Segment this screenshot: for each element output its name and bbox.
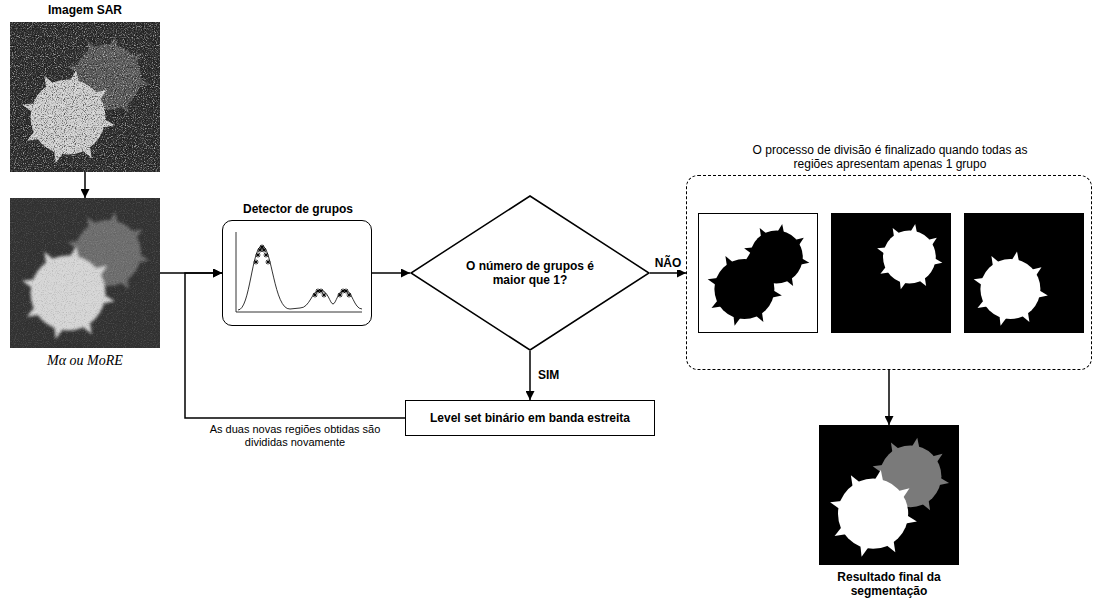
filtered-image-part bbox=[10, 198, 160, 348]
node-heading: Mα ou MoRE bbox=[10, 353, 160, 370]
flow-arrow bbox=[529, 351, 531, 400]
mask-panel-part bbox=[698, 213, 818, 333]
histogram-plot-part bbox=[322, 293, 327, 298]
result-image-part bbox=[829, 469, 918, 558]
histogram-plot-part bbox=[319, 289, 324, 294]
flow-arrow bbox=[84, 172, 86, 198]
edge-label: NÃO bbox=[653, 256, 684, 270]
node-heading: Detector de grupos bbox=[223, 202, 373, 216]
flow-arrow bbox=[888, 370, 890, 425]
node-heading: Imagem SAR bbox=[10, 3, 160, 17]
histogram-plot-part bbox=[264, 253, 269, 258]
diamond-shape bbox=[411, 196, 649, 350]
histogram-plot-part bbox=[338, 293, 343, 298]
process-box: Level set binário em banda estreita bbox=[405, 400, 655, 436]
sar-image-part bbox=[10, 22, 160, 172]
result-image-part bbox=[819, 425, 959, 565]
process-box: Detector de grupos bbox=[222, 220, 372, 326]
mask-panel bbox=[964, 213, 1084, 333]
node-heading: O processo de divisão é finalizado quand… bbox=[750, 143, 1030, 172]
histogram-plot-part bbox=[313, 293, 318, 298]
histogram-plot-part bbox=[254, 260, 259, 265]
edge-label-holder: As duas novas regiões obtidas são dividi… bbox=[198, 423, 392, 449]
sar-image-part bbox=[10, 22, 160, 172]
sar-image bbox=[10, 22, 160, 172]
mask-panel bbox=[698, 213, 818, 333]
sar-image-part bbox=[10, 22, 160, 172]
sar-image-node: Imagem SAR bbox=[10, 22, 160, 172]
edge-label-holder: NÃO bbox=[653, 256, 684, 270]
node-heading: Resultado final da segmentação bbox=[814, 570, 964, 599]
histogram-plot-part bbox=[347, 293, 352, 298]
edge-label: As duas novas regiões obtidas são dividi… bbox=[198, 423, 392, 449]
mask-panel-part bbox=[973, 251, 1049, 327]
result-image bbox=[819, 425, 959, 565]
box-label: O número de grupos é maior que 1? bbox=[466, 259, 594, 288]
filtered-image-node: Mα ou MoRE bbox=[10, 198, 160, 348]
filtered-image-part bbox=[10, 198, 160, 348]
histogram-plot-part bbox=[238, 246, 362, 310]
histogram-plot-part bbox=[266, 260, 271, 265]
flow-arrow bbox=[372, 272, 410, 274]
mask-panel-part bbox=[831, 213, 951, 333]
edge-label: SIM bbox=[536, 368, 561, 382]
box-label: Level set binário em banda estreita bbox=[430, 411, 630, 425]
mask-panel-part bbox=[876, 224, 943, 291]
flow-arrow bbox=[185, 273, 405, 418]
histogram-plot bbox=[236, 232, 362, 312]
edge-label-holder: SIM bbox=[536, 368, 561, 382]
histogram-plot-part bbox=[344, 289, 349, 294]
flow-arrow bbox=[650, 272, 686, 274]
result-image-node: Resultado final da segmentação bbox=[819, 425, 959, 565]
filtered-image bbox=[10, 198, 160, 348]
decision-diamond: O número de grupos é maior que 1? bbox=[410, 195, 650, 351]
histogram-plot-part bbox=[256, 253, 261, 258]
mask-panel-part bbox=[964, 213, 1084, 333]
mask-panel bbox=[831, 213, 951, 333]
filtered-image-part bbox=[10, 198, 160, 348]
histogram-plot-part bbox=[262, 248, 267, 253]
histogram-plot-part bbox=[236, 232, 362, 312]
mask-panel-part bbox=[707, 251, 783, 327]
mask-panel-part bbox=[699, 214, 818, 333]
group-box: O processo de divisão é finalizado quand… bbox=[686, 175, 1092, 370]
